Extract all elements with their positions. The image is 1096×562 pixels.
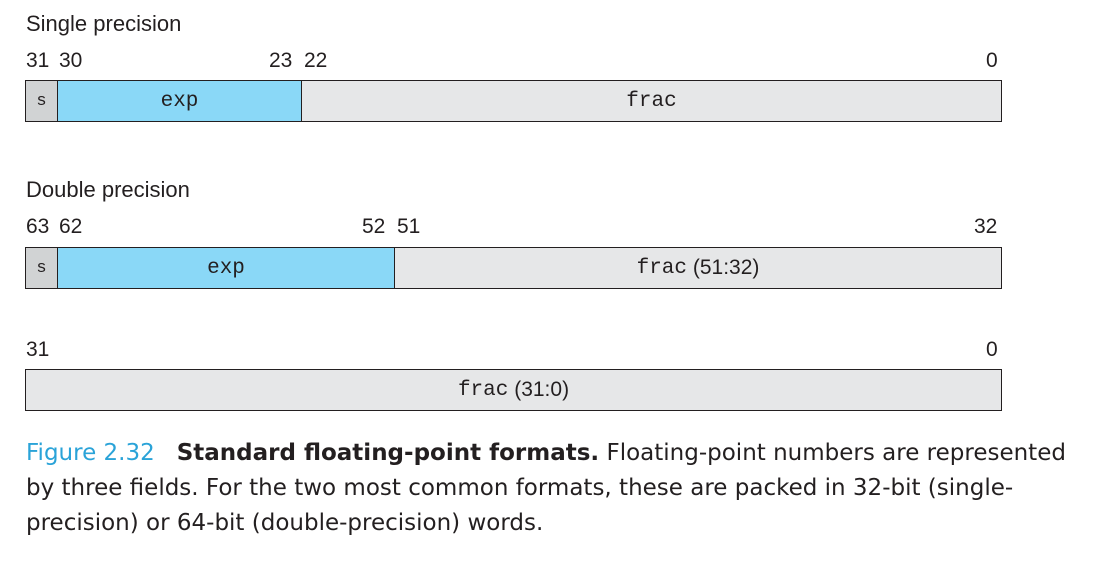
bit-30-label: 30 [59, 49, 83, 72]
bit-63-label: 63 [26, 215, 50, 238]
single-precision-format-bar: s exp frac [25, 80, 1002, 122]
bit-23-label: 23 [269, 49, 293, 72]
figure-label: Figure 2.32 [26, 440, 155, 466]
double-precision-title: Double precision [26, 177, 190, 202]
double-precision-high-word-bar: s exp frac (51:32) [25, 247, 1002, 289]
frac-field-label: frac [457, 378, 509, 402]
exp-field-label: exp [160, 89, 199, 113]
figure-title: Standard floating-point formats. [176, 440, 600, 466]
bit-0-label: 0 [986, 338, 998, 361]
frac-field-label: frac [626, 89, 677, 113]
frac-high-field: frac (51:32) [395, 248, 1001, 288]
frac-field: frac [302, 81, 1001, 121]
sign-field-label: s [36, 91, 47, 111]
frac-field-label: frac [636, 256, 688, 280]
sign-field: s [26, 248, 58, 288]
frac-range-label: (31:0) [514, 378, 570, 401]
exp-field-label: exp [207, 256, 245, 280]
bit-52-label: 52 [362, 215, 386, 238]
bit-22-label: 22 [304, 49, 328, 72]
sign-field: s [26, 81, 58, 121]
figure-caption: Figure 2.32 Standard floating-point form… [26, 436, 1092, 541]
bit-0-label: 0 [986, 49, 998, 72]
exp-field: exp [58, 248, 395, 288]
bit-62-label: 62 [59, 215, 83, 238]
single-precision-title: Single precision [26, 11, 182, 36]
figure-caption-text: Floating-point numbers are represented b… [26, 440, 1066, 536]
bit-32-label: 32 [974, 215, 998, 238]
bit-51-label: 51 [397, 215, 421, 238]
frac-low-field: frac (31:0) [26, 370, 1001, 410]
bit-31-label: 31 [26, 49, 50, 72]
double-precision-low-word-bar: frac (31:0) [25, 369, 1002, 411]
exp-field: exp [58, 81, 302, 121]
sign-field-label: s [36, 258, 47, 278]
frac-range-label: (51:32) [692, 256, 760, 279]
bit-31-label: 31 [26, 338, 50, 361]
